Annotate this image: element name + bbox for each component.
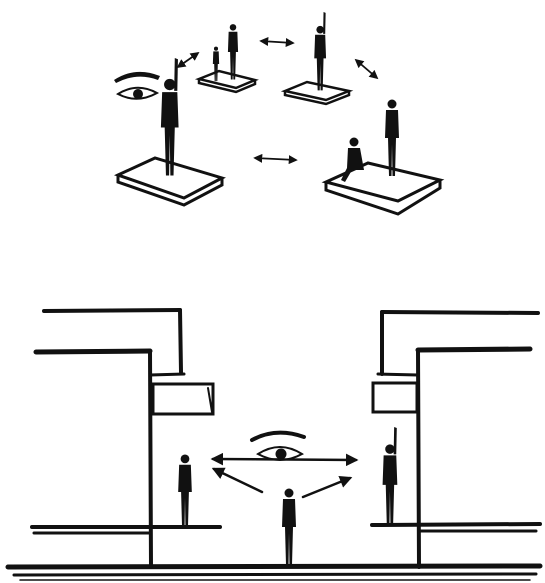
person-icon: [385, 100, 399, 177]
person-icon: [161, 58, 179, 175]
person-icon: [383, 427, 398, 525]
ground-line: [8, 566, 540, 580]
platform-icon: [118, 158, 222, 205]
top-sketch: [114, 12, 440, 214]
platform-icon: [326, 163, 440, 214]
eye-icon: [114, 72, 160, 99]
eye-icon: [252, 433, 304, 460]
platform-icon: [285, 82, 349, 104]
building-icon: [32, 310, 220, 567]
platform-icon: [199, 71, 255, 92]
person-icon: [228, 24, 238, 79]
double-arrow-icon: [178, 41, 377, 160]
person-icon: [282, 489, 296, 566]
bottom-sketch: [8, 310, 540, 580]
person-icon: [314, 12, 326, 90]
building-icon: [372, 312, 540, 567]
person-icon: [178, 454, 192, 529]
double-arrow-icon: [213, 459, 356, 497]
